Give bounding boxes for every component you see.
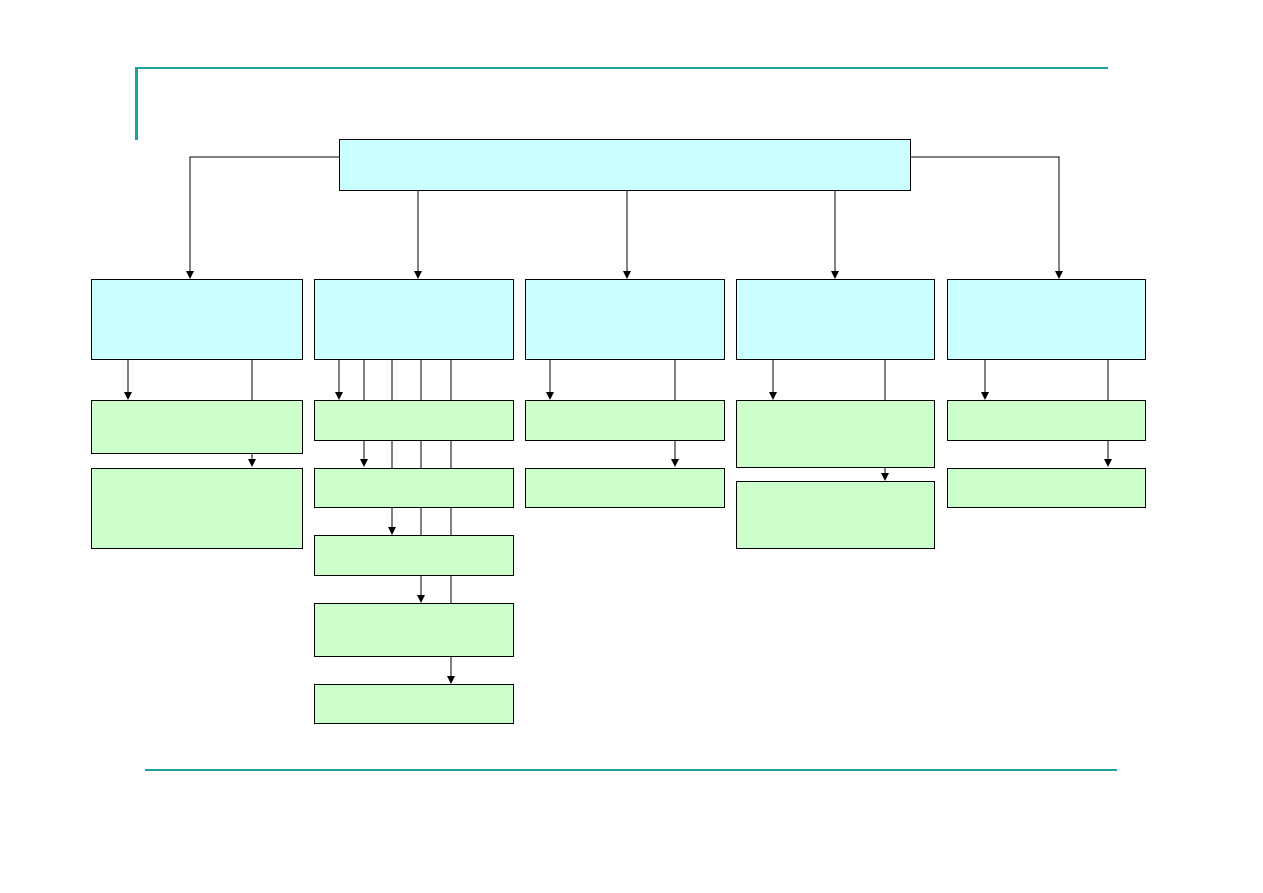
branch-3-node-shape [525,279,725,360]
branch-1-child-2 [91,468,303,549]
branch-2-child-5-shape [314,684,514,724]
branch-3-child-1 [525,400,725,441]
branch-2-child-4 [314,603,514,657]
footer-accent-line [145,769,1117,771]
branch-1-child-1 [91,400,303,454]
root-node-shape [339,139,911,191]
branch-2-child-2 [314,468,514,508]
connector-root-branch-1 [186,156,339,279]
branch-2-child-3-shape [314,535,514,576]
branch-2-child-1-shape [314,400,514,441]
branch-1-child-2-shape [91,468,303,549]
branch-1-child-1-shape [91,400,303,454]
branch-3-child-2-shape [525,468,725,508]
root-node [339,139,911,191]
branch-4-child-1-shape [736,400,935,468]
branch-2-child-5 [314,684,514,724]
branch-5-child-2 [947,468,1146,508]
branch-5-node [947,279,1146,360]
branch-2-child-4-shape [314,603,514,657]
branch-2-child-1 [314,400,514,441]
branch-1-node-shape [91,279,303,360]
branch-2-node-shape [314,279,514,360]
title-accent-line [135,67,1108,69]
branch-4-node [736,279,935,360]
title-accent-bar [135,67,138,140]
branch-2-child-3 [314,535,514,576]
branch-4-child-2 [736,481,935,549]
branch-3-node [525,279,725,360]
branch-2-node [314,279,514,360]
branch-3-child-2 [525,468,725,508]
branch-3-child-1-shape [525,400,725,441]
branch-5-child-1-shape [947,400,1146,441]
branch-4-node-shape [736,279,935,360]
branch-4-child-2-shape [736,481,935,549]
branch-5-child-1 [947,400,1146,441]
branch-5-child-2-shape [947,468,1146,508]
branch-1-node [91,279,303,360]
branch-4-child-1 [736,400,935,468]
branch-5-node-shape [947,279,1146,360]
connector-root-branch-5 [911,156,1063,279]
branch-2-child-2-shape [314,468,514,508]
